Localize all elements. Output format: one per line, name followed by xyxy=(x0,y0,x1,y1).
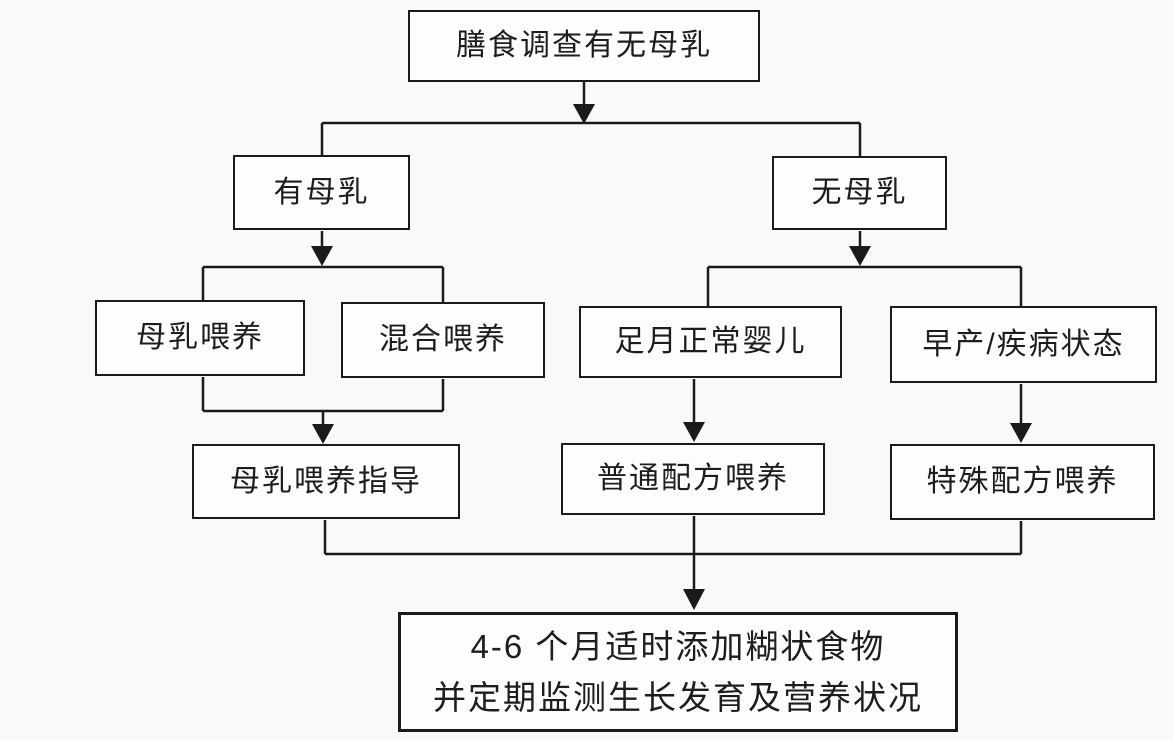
line xyxy=(706,265,1023,307)
arrow-preterm-to-special xyxy=(1010,384,1032,443)
node-has-breast-milk: 有母乳 xyxy=(233,155,410,230)
node-fullterm-infant: 足月正常婴儿 xyxy=(579,306,842,378)
split-left-bracket xyxy=(201,265,445,303)
arrowhead-down-icon xyxy=(573,104,595,124)
node-no-breast-milk: 无母乳 xyxy=(772,156,947,230)
line xyxy=(201,265,445,303)
node-dietary-survey-label: 膳食调查有无母乳 xyxy=(456,29,712,62)
arrow-has-milk-split xyxy=(311,231,333,266)
merge-bottom-bracket-arrow xyxy=(323,516,1023,610)
node-special-formula: 特殊配方喂养 xyxy=(890,444,1155,520)
arrowhead-down-icon xyxy=(312,424,334,444)
merge-left-bracket-arrow xyxy=(201,377,445,444)
arrowhead-down-icon xyxy=(311,246,333,266)
arrow-fullterm-to-regular xyxy=(683,379,705,442)
line xyxy=(323,516,1023,590)
split-right-bracket xyxy=(706,265,1023,307)
arrowhead-down-icon xyxy=(1010,423,1032,443)
node-regular-formula: 普通配方喂养 xyxy=(561,443,825,515)
node-outcome: 4-6 个月适时添加糊状食物 并定期监测生长发育及营养状况 xyxy=(398,612,958,732)
arrowhead-down-icon xyxy=(849,246,871,266)
line xyxy=(201,377,445,425)
node-breast-feeding-label: 母乳喂养 xyxy=(136,321,264,354)
node-dietary-survey: 膳食调查有无母乳 xyxy=(408,10,760,82)
node-special-formula-label: 特殊配方喂养 xyxy=(926,465,1119,498)
node-regular-formula-label: 普通配方喂养 xyxy=(597,462,789,495)
node-has-breast-milk-label: 有母乳 xyxy=(273,175,370,209)
arrow-no-milk-split xyxy=(849,231,871,266)
split-top-bracket xyxy=(320,121,862,156)
node-breast-feeding: 母乳喂养 xyxy=(95,300,305,376)
arrow-root-to-split xyxy=(573,82,595,124)
node-preterm-disease-label: 早产/疾病状态 xyxy=(922,327,1125,361)
arrowhead-down-icon xyxy=(683,589,705,610)
node-breastfeeding-guidance: 母乳喂养指导 xyxy=(192,444,460,519)
node-preterm-disease: 早产/疾病状态 xyxy=(890,306,1157,383)
node-mixed-feeding: 混合喂养 xyxy=(341,302,545,378)
node-no-breast-milk-label: 无母乳 xyxy=(811,176,908,209)
node-breastfeeding-guidance-label: 母乳喂养指导 xyxy=(230,464,422,498)
line xyxy=(320,121,862,156)
node-fullterm-infant-label: 足月正常婴儿 xyxy=(614,325,807,358)
node-outcome-line2: 并定期监测生长发育及营养状况 xyxy=(433,679,923,716)
arrowhead-down-icon xyxy=(683,422,705,442)
node-mixed-feeding-label: 混合喂养 xyxy=(379,323,507,356)
node-outcome-line1: 4-6 个月适时添加糊状食物 xyxy=(470,627,886,665)
